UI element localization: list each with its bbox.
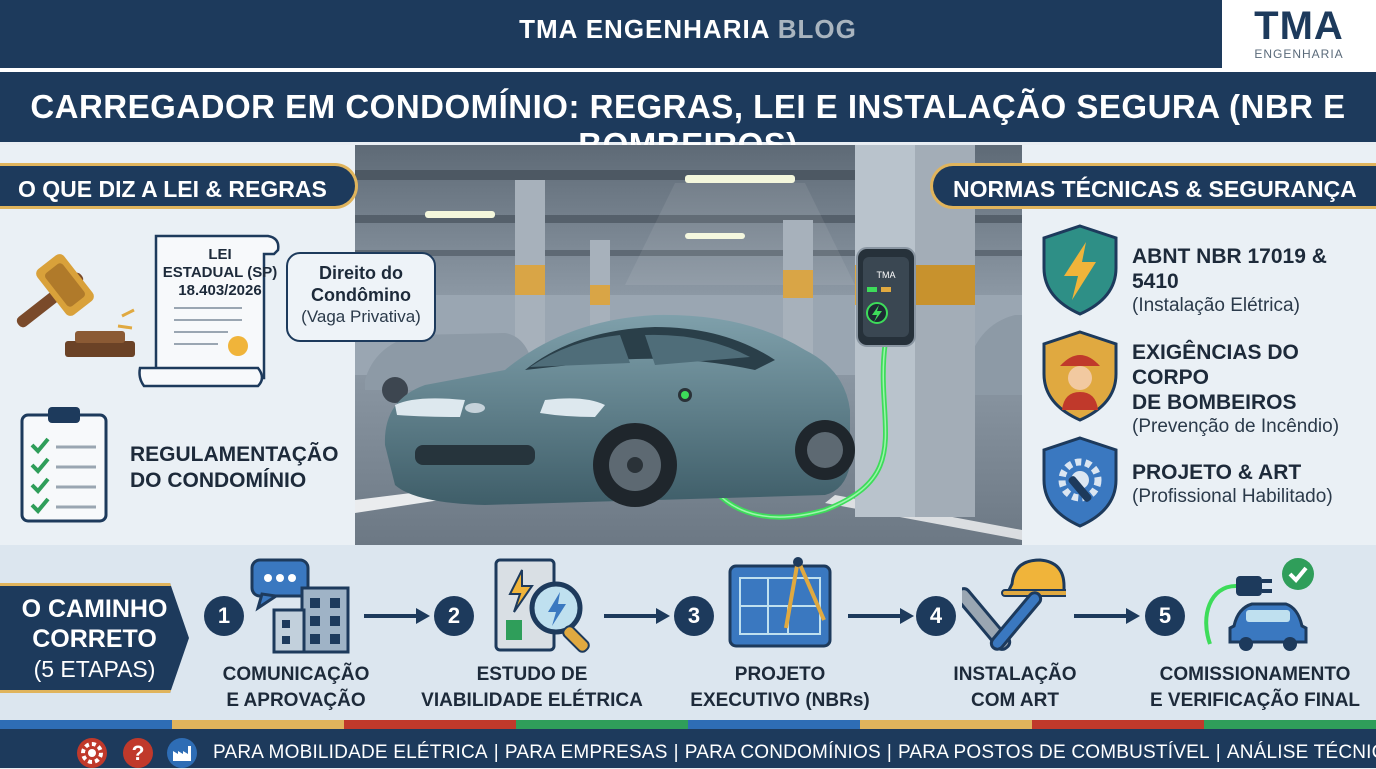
tools-helmet-icon bbox=[962, 558, 1066, 651]
step-4-label: INSTALAÇÃO COM ART bbox=[920, 662, 1110, 714]
technical-norms-heading: NORMAS TÉCNICAS & SEGURANÇA bbox=[930, 163, 1376, 209]
arrow-right-icon bbox=[1074, 608, 1140, 624]
step-2-line-2: VIABILIDADE ELÉTRICA bbox=[421, 690, 643, 711]
step-1-line-2: E APROVAÇÃO bbox=[226, 690, 366, 711]
color-stripe-segment bbox=[516, 720, 688, 729]
footer-link-technical-analysis[interactable]: ANÁLISE TÉCNICA TMA bbox=[1226, 742, 1376, 763]
brand-suffix: BLOG bbox=[777, 14, 857, 44]
step-5-line-1: COMISSIONAMENTO bbox=[1159, 664, 1351, 685]
norm-2-title: EXIGÊNCIAS DO CORPO bbox=[1132, 341, 1299, 389]
parking-garage-scene: TMA bbox=[355, 145, 1022, 545]
color-stripe-segment bbox=[172, 720, 344, 729]
title-bar bbox=[0, 72, 1376, 142]
footer-separator: | bbox=[1215, 742, 1221, 763]
blog-brand[interactable]: TMA ENGENHARIA BLOG bbox=[0, 14, 1376, 45]
color-stripe-segment bbox=[0, 720, 172, 729]
step-3-line-2: EXECUTIVO (NBRs) bbox=[690, 690, 870, 711]
law-line-3: 18.403/2026 bbox=[178, 282, 262, 299]
step-1-line-1: COMUNICAÇÃO bbox=[222, 664, 370, 685]
car-plug-check-icon bbox=[1204, 558, 1314, 651]
path-heading-sub: (5 ETAPAS) bbox=[33, 656, 156, 682]
color-stripe-segment bbox=[344, 720, 516, 729]
step-3-number: 3 bbox=[674, 596, 714, 636]
norm-2-subtitle: (Prevenção de Incêndio) bbox=[1132, 416, 1340, 437]
gavel-icon bbox=[16, 254, 135, 357]
color-stripe-segment bbox=[1204, 720, 1376, 729]
norm-2-title-2: DE BOMBEIROS bbox=[1132, 391, 1297, 414]
law-rules-heading: O QUE DIZ A LEI & REGRAS bbox=[0, 163, 358, 209]
logo-sub-text: ENGENHARIA bbox=[1254, 47, 1344, 61]
footer-separator: | bbox=[493, 742, 499, 763]
law-line-2: ESTADUAL (SP) bbox=[162, 264, 278, 281]
norm-item-1: ABNT NBR 17019 & 5410 (Instalação Elétri… bbox=[1132, 244, 1376, 318]
footer-links: PARA MOBILIDADE ELÉTRICA|PARA EMPRESAS|P… bbox=[213, 742, 1376, 764]
gear-wrench-shield-icon bbox=[1042, 436, 1118, 528]
norm-3-subtitle: (Profissional Habilitado) bbox=[1132, 486, 1333, 507]
header-divider bbox=[0, 68, 1376, 72]
factory-icon[interactable] bbox=[166, 737, 198, 769]
law-line-1: LEI bbox=[208, 246, 232, 263]
law-document-icon bbox=[138, 234, 280, 388]
condo-regulation-label: REGULAMENTAÇÃO DO CONDOMÍNIO bbox=[130, 442, 338, 494]
step-5-number: 5 bbox=[1145, 596, 1185, 636]
step-5-label: COMISSIONAMENTO E VERIFICAÇÃO FINAL bbox=[1142, 662, 1368, 714]
footer-bar bbox=[0, 729, 1376, 768]
brand-name: TMA ENGENHARIA bbox=[519, 14, 770, 44]
charger-brand: TMA bbox=[877, 270, 896, 280]
logo-main-text: TMA bbox=[1254, 4, 1344, 48]
arrow-right-icon bbox=[364, 608, 430, 624]
question-icon[interactable]: ? bbox=[122, 737, 154, 769]
bubble-subtitle: (Vaga Privativa) bbox=[301, 307, 421, 326]
norm-item-3: PROJETO & ART (Profissional Habilitado) bbox=[1132, 460, 1333, 509]
step-5-line-2: E VERIFICAÇÃO FINAL bbox=[1149, 690, 1361, 711]
step-1-label: COMUNICAÇÃO E APROVAÇÃO bbox=[196, 662, 396, 714]
norm-1-title: ABNT NBR 17019 & 5410 bbox=[1132, 245, 1327, 293]
step-4-line-2: COM ART bbox=[971, 690, 1059, 711]
blueprint-compass-icon bbox=[728, 557, 832, 648]
firefighter-shield-icon bbox=[1042, 330, 1118, 422]
step-2-number: 2 bbox=[434, 596, 474, 636]
path-heading-2: CORRETO bbox=[32, 625, 157, 653]
law-reference: LEI ESTADUAL (SP) 18.403/2026 bbox=[160, 246, 280, 300]
norm-1-subtitle: (Instalação Elétrica) bbox=[1132, 295, 1300, 316]
checklist-clipboard-icon bbox=[20, 407, 108, 523]
svg-text:?: ? bbox=[132, 742, 145, 765]
step-3-label: PROJETO EXECUTIVO (NBRs) bbox=[680, 662, 880, 714]
footer-link-condos[interactable]: PARA CONDOMÍNIOS bbox=[684, 742, 881, 763]
step-1-number: 1 bbox=[204, 596, 244, 636]
lightning-shield-icon bbox=[1042, 224, 1118, 316]
norm-3-title: PROJETO & ART bbox=[1132, 461, 1302, 484]
building-chat-icon bbox=[250, 558, 350, 654]
color-stripe-segment bbox=[688, 720, 860, 729]
arrow-right-icon bbox=[604, 608, 670, 624]
arrow-right-icon bbox=[848, 608, 914, 624]
step-2-line-1: ESTUDO DE bbox=[476, 664, 588, 685]
norm-item-2: EXIGÊNCIAS DO CORPO DE BOMBEIROS (Preven… bbox=[1132, 340, 1376, 439]
step-4-number: 4 bbox=[916, 596, 956, 636]
owner-right-bubble: Direito do Condômino (Vaga Privativa) bbox=[286, 252, 436, 342]
step-4-line-1: INSTALAÇÃO bbox=[953, 664, 1077, 685]
correct-path-heading: O CAMINHO CORRETO (5 ETAPAS) bbox=[0, 583, 189, 693]
gear-icon[interactable] bbox=[76, 737, 108, 769]
color-stripe-segment bbox=[1032, 720, 1204, 729]
reg-line-2: DO CONDOMÍNIO bbox=[130, 469, 307, 492]
footer-link-mobility[interactable]: PARA MOBILIDADE ELÉTRICA bbox=[213, 742, 488, 763]
step-2-label: ESTUDO DE VIABILIDADE ELÉTRICA bbox=[412, 662, 652, 714]
bubble-title-2: Condômino bbox=[311, 285, 411, 305]
footer-link-fuel-stations[interactable]: PARA POSTOS DE COMBUSTÍVEL bbox=[897, 742, 1210, 763]
top-bar bbox=[0, 0, 1376, 68]
step-3-line-1: PROJETO bbox=[734, 664, 826, 685]
footer-separator: | bbox=[673, 742, 679, 763]
bubble-title-1: Direito do bbox=[319, 263, 403, 283]
footer-separator: | bbox=[886, 742, 892, 763]
tma-logo[interactable]: TMA ENGENHARIA bbox=[1222, 0, 1376, 68]
color-stripe-segment bbox=[860, 720, 1032, 729]
path-heading-1: O CAMINHO bbox=[21, 595, 168, 623]
footer-link-companies[interactable]: PARA EMPRESAS bbox=[504, 742, 668, 763]
magnifier-panel-icon bbox=[494, 558, 590, 653]
reg-line-1: REGULAMENTAÇÃO bbox=[130, 443, 339, 466]
